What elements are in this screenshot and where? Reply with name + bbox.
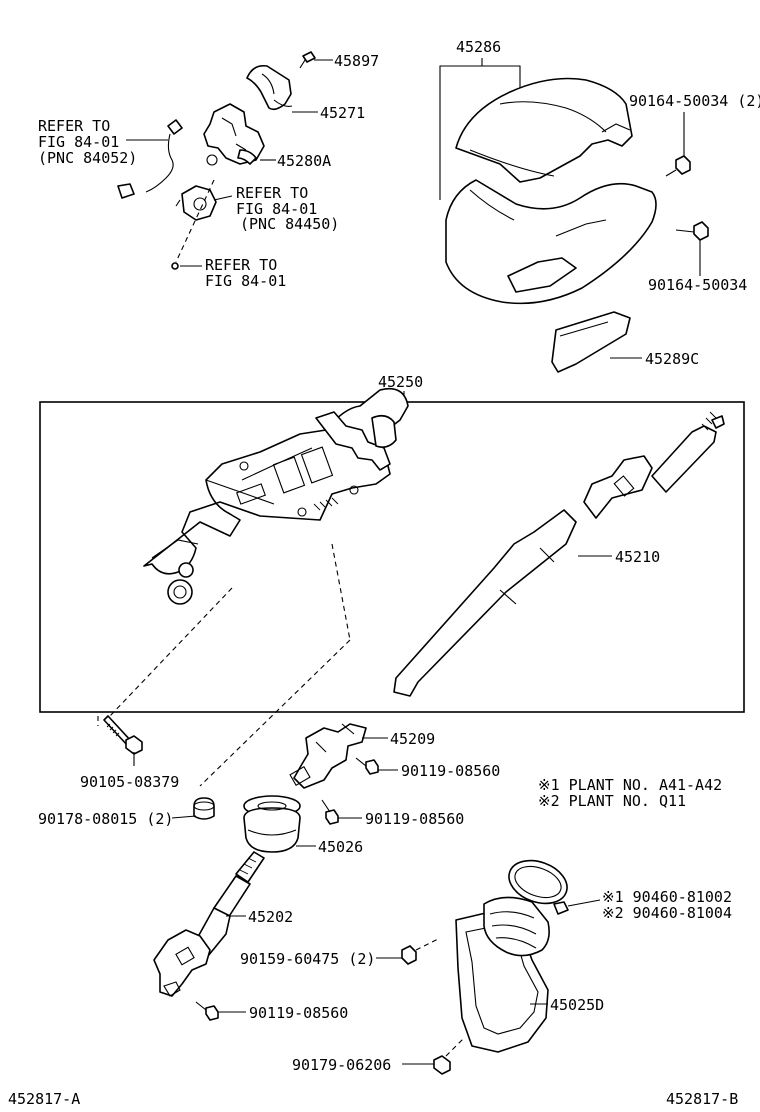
boot-seal-45026-part bbox=[243, 795, 301, 853]
bolt-45897-part bbox=[299, 51, 316, 69]
label-45289c: 45289C bbox=[645, 350, 699, 368]
footer-left-code: 452817-A bbox=[8, 1090, 80, 1108]
upper-column-cover-part bbox=[455, 77, 633, 183]
refer1-line2: FIG 84-01 bbox=[38, 133, 119, 151]
ignition-switch-part bbox=[175, 185, 217, 221]
bracket-leader-45286 bbox=[439, 65, 521, 200]
label-90164-50034: 90164-50034 bbox=[648, 276, 747, 294]
clamp-ring-90460-part bbox=[508, 859, 569, 915]
lock-housing-45280a-part bbox=[203, 103, 265, 166]
screw-90164-lower-part bbox=[675, 221, 709, 241]
main-shaft-45210-part bbox=[393, 411, 725, 697]
lower-shaft-45202-part bbox=[153, 851, 265, 997]
refer2-line3: (PNC 84450) bbox=[240, 215, 339, 233]
leader-refer2 bbox=[213, 195, 233, 201]
label-90460-81002: ※1 90460-81002 bbox=[602, 888, 732, 906]
label-45897: 45897 bbox=[334, 52, 379, 70]
label-90105-08379: 90105-08379 bbox=[80, 773, 179, 791]
bolt-90159-part bbox=[401, 937, 441, 965]
label-45209: 45209 bbox=[390, 730, 435, 748]
nut-90179-part bbox=[433, 1037, 465, 1075]
label-45286: 45286 bbox=[456, 38, 501, 56]
column-housing-part bbox=[143, 387, 409, 605]
refer2-line2: FIG 84-01 bbox=[236, 200, 317, 218]
assembly-line-grommet bbox=[331, 543, 351, 641]
refer1-line1: REFER TO bbox=[38, 117, 110, 135]
label-90119-08560-b: 90119-08560 bbox=[365, 810, 464, 828]
lower-column-cover-part bbox=[445, 179, 657, 305]
refer2-line1: REFER TO bbox=[236, 184, 308, 202]
dust-boot-45025d-part bbox=[455, 896, 550, 1053]
refer3-line2: FIG 84-01 bbox=[205, 272, 286, 290]
refer3-line1: REFER TO bbox=[205, 256, 277, 274]
leader-90178-08015 bbox=[171, 815, 197, 819]
small-screw-part bbox=[171, 262, 179, 270]
footer-right-code: 452817-B bbox=[666, 1090, 738, 1108]
label-90164-50034-2: 90164-50034 (2) bbox=[629, 92, 760, 110]
label-45202: 45202 bbox=[248, 908, 293, 926]
grommet-90178-part bbox=[193, 797, 215, 820]
label-90179-06206: 90179-06206 bbox=[292, 1056, 391, 1074]
refer1-line3: (PNC 84052) bbox=[38, 149, 137, 167]
label-90119-08560-a: 90119-08560 bbox=[401, 762, 500, 780]
label-45025d: 45025D bbox=[550, 996, 604, 1014]
label-45210: 45210 bbox=[615, 548, 660, 566]
bolt-90105-part bbox=[103, 715, 143, 755]
assembly-line-bolt bbox=[109, 587, 233, 717]
wire-harness-part bbox=[117, 119, 183, 199]
label-45280a: 45280A bbox=[277, 152, 331, 170]
assembly-line-grommet-2 bbox=[199, 639, 351, 787]
label-45026: 45026 bbox=[318, 838, 363, 856]
bolt-90119-b-part bbox=[321, 799, 339, 825]
label-90178-08015: 90178-08015 (2) bbox=[38, 810, 173, 828]
plant-note-1: ※1 PLANT NO. A41-A42 bbox=[538, 776, 722, 794]
leader-90460 bbox=[567, 899, 601, 907]
universal-joint-45209-part bbox=[289, 723, 367, 789]
label-45250: 45250 bbox=[378, 373, 423, 391]
screw-90164-upper-part bbox=[665, 155, 691, 177]
label-45271: 45271 bbox=[320, 104, 365, 122]
bolt-90119-a-part bbox=[355, 757, 379, 775]
label-90460-81004: ※2 90460-81004 bbox=[602, 904, 732, 922]
assembly-line-switch bbox=[175, 179, 215, 263]
plant-note-2: ※2 PLANT NO. Q11 bbox=[538, 792, 686, 810]
bolt-90119-c-part bbox=[195, 1001, 219, 1021]
bracket-45271-part bbox=[246, 64, 293, 111]
cover-45289c-part bbox=[551, 311, 631, 373]
label-90159-60475: 90159-60475 (2) bbox=[240, 950, 375, 968]
label-90119-08560-c: 90119-08560 bbox=[249, 1004, 348, 1022]
